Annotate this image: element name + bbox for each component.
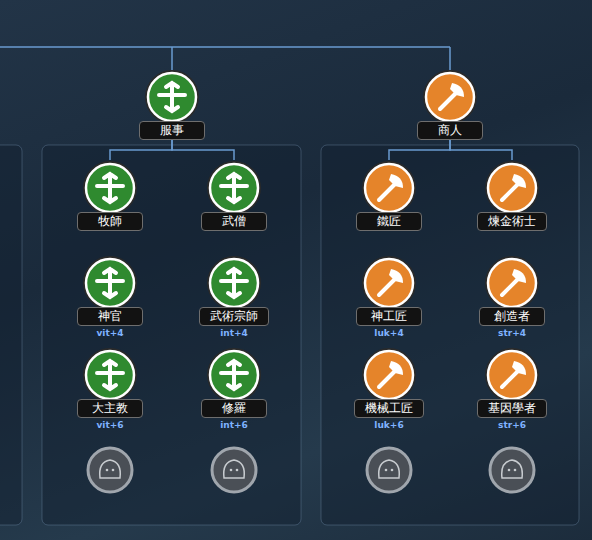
job-icon [361,160,417,216]
job-icon [144,69,200,125]
tree-line [0,47,450,70]
job-icon [484,255,540,311]
stat-bonus: int+6 [220,420,248,431]
job-icon [484,160,540,216]
job-label: 商人 [417,121,483,140]
job-node: 修羅 int+6 [179,347,289,431]
job-label: 鐵匠 [356,212,422,231]
tree-connector [110,140,172,160]
stat-bonus: vit+4 [96,328,123,339]
job-icon [422,69,478,125]
job-icon [484,347,540,403]
job-node: 鐵匠 [334,160,444,231]
job-node: 武術宗師 int+4 [179,255,289,339]
job-label: 服事 [139,121,205,140]
job-label: 武術宗師 [199,307,269,326]
stat-bonus: vit+6 [96,420,123,431]
job-icon [206,255,262,311]
job-label: 機械工匠 [354,399,424,418]
job-node: 機械工匠 luk+6 [334,347,444,431]
job-node: 牧師 [55,160,165,231]
job-label: 大主教 [77,399,143,418]
job-node: 基因學者 str+6 [457,347,567,431]
tree-connector [172,140,234,160]
stat-bonus: luk+4 [374,328,403,339]
stat-bonus: int+4 [220,328,248,339]
locked-slot [88,448,132,492]
tree-connector [389,140,450,160]
stat-bonus: str+4 [498,328,526,339]
panel [42,145,301,525]
locked-slot [490,448,534,492]
job-node: 創造者 str+4 [457,255,567,339]
job-node: 武僧 [179,160,289,231]
job-label: 基因學者 [477,399,547,418]
job-node: 服事 [117,69,227,140]
job-label: 煉金術士 [477,212,547,231]
job-icon [82,160,138,216]
job-icon [361,347,417,403]
panel [321,145,579,525]
job-label: 修羅 [201,399,267,418]
job-label: 牧師 [77,212,143,231]
job-icon [361,255,417,311]
stat-bonus: luk+6 [374,420,403,431]
tree-connector [450,140,512,160]
job-node: 大主教 vit+6 [55,347,165,431]
job-node: 商人 [395,69,505,140]
job-node: 煉金術士 [457,160,567,231]
job-icon [82,347,138,403]
locked-slot [367,448,411,492]
job-label: 神官 [77,307,143,326]
panel [0,145,22,525]
job-label: 創造者 [479,307,545,326]
stat-bonus: str+6 [498,420,526,431]
job-icon [206,347,262,403]
job-label: 武僧 [201,212,267,231]
job-node: 神官 vit+4 [55,255,165,339]
job-icon [82,255,138,311]
job-node: 神工匠 luk+4 [334,255,444,339]
job-label: 神工匠 [356,307,422,326]
locked-slot [212,448,256,492]
job-icon [206,160,262,216]
